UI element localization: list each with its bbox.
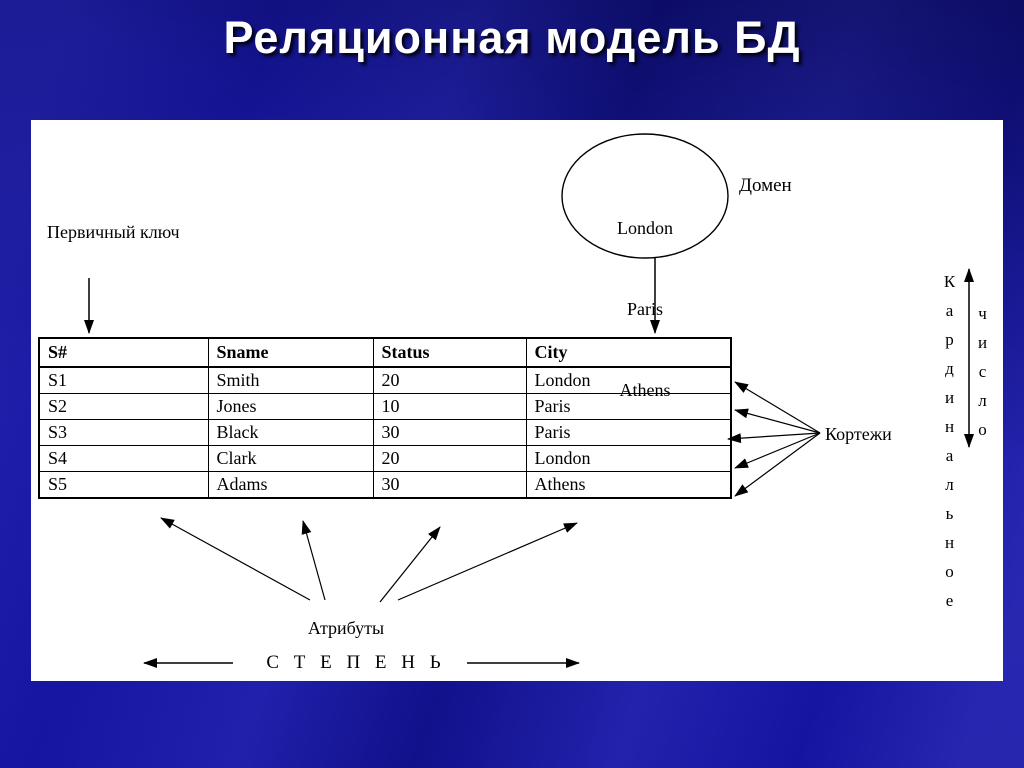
- tuple-arrow: [734, 432, 821, 469]
- attributes-label: Атрибуты: [307, 618, 385, 638]
- table-cell: Paris: [525, 419, 732, 446]
- diagram-panel: Первичный ключ London Paris Athens Домен…: [31, 120, 1003, 681]
- table-cell: S2: [38, 393, 209, 420]
- table-header-cell: Status: [372, 337, 527, 368]
- tuple-arrow: [734, 408, 821, 434]
- domain-value: London: [617, 218, 673, 238]
- table-header-cell: City: [525, 337, 732, 368]
- table-cell: S4: [38, 445, 209, 472]
- tuple-arrow: [734, 381, 821, 434]
- table-cell: Smith: [207, 366, 374, 394]
- domain-label: Домен: [739, 175, 792, 196]
- tuple-arrows: [727, 381, 821, 497]
- number-vertical-label: число: [973, 304, 992, 449]
- table-cell: London: [525, 445, 732, 472]
- tuple-arrow: [734, 432, 821, 497]
- degree-label: С Т Е П Е Н Ь: [266, 652, 446, 673]
- slide-title: Реляционная модель БД: [223, 12, 801, 63]
- tuples-label: Кортежи: [825, 424, 892, 444]
- table-cell: 10: [372, 393, 527, 420]
- table-cell: S3: [38, 419, 209, 446]
- table-header-cell: S#: [38, 337, 209, 368]
- domain-value: Paris: [627, 299, 663, 319]
- table-cell: Athens: [525, 471, 732, 499]
- cardinality-vertical-label: Кардинальное: [940, 272, 959, 620]
- primary-key-label: Первичный ключ: [47, 222, 180, 242]
- attribute-arrows: [160, 517, 578, 603]
- attribute-arrow: [397, 522, 578, 601]
- attribute-arrow: [301, 520, 326, 601]
- table-cell: S1: [38, 366, 209, 394]
- table-header-cell: Sname: [207, 337, 374, 368]
- table-cell: Clark: [207, 445, 374, 472]
- attribute-arrow: [379, 526, 441, 603]
- table-cell: 30: [372, 419, 527, 446]
- table-cell: London: [525, 366, 732, 394]
- attribute-arrow: [160, 517, 311, 601]
- table-cell: 30: [372, 471, 527, 499]
- table-cell: S5: [38, 471, 209, 499]
- table-cell: Adams: [207, 471, 374, 499]
- table-cell: Paris: [525, 393, 732, 420]
- table-cell: 20: [372, 366, 527, 394]
- table-cell: Jones: [207, 393, 374, 420]
- tuple-arrow: [727, 432, 821, 444]
- table-cell: 20: [372, 445, 527, 472]
- table-cell: Black: [207, 419, 374, 446]
